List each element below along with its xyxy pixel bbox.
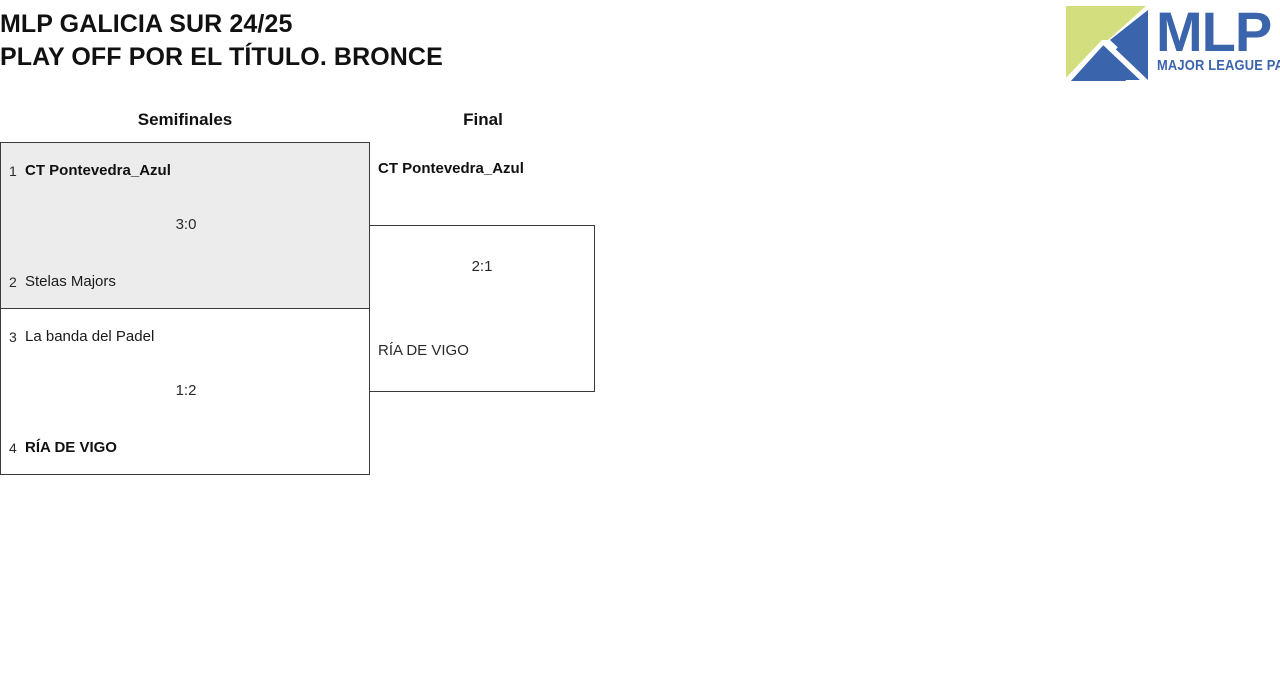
final-score: 2:1 [471, 258, 493, 275]
semifinal-2-team-top[interactable]: 3 La banda del Padel [1, 325, 371, 349]
final-team-top[interactable]: CT Pontevedra_Azul [378, 160, 524, 177]
team-name: Stelas Majors [25, 273, 116, 290]
final-match[interactable]: CT Pontevedra_Azul 2:1 RÍA DE VIGO [369, 160, 595, 392]
semifinal-match-2[interactable]: 3 La banda del Padel 1:2 4 RÍA DE VIGO [0, 308, 370, 475]
semifinal-match-1[interactable]: 1 CT Pontevedra_Azul 3:0 2 Stelas Majors [0, 142, 370, 309]
round-header-semifinals: Semifinales [137, 110, 233, 129]
round-header-final: Final [463, 110, 503, 129]
semifinals-column: 1 CT Pontevedra_Azul 3:0 2 Stelas Majors… [0, 142, 370, 476]
page-title-line-2: PLAY OFF POR EL TÍTULO. BRONCE [0, 43, 443, 71]
semifinal-1-team-top[interactable]: 1 CT Pontevedra_Azul [1, 159, 371, 183]
seed-number: 4 [9, 440, 17, 456]
semifinal-2-score: 1:2 [1, 380, 371, 402]
semifinal-1-team-bottom[interactable]: 2 Stelas Majors [1, 270, 371, 294]
seed-number: 3 [9, 329, 17, 345]
page-title: MLP GALICIA SUR 24/25 PLAY OFF POR EL TÍ… [0, 8, 900, 74]
mlp-wordmark: MLP MAJOR LEAGUE PADEL [1156, 4, 1280, 82]
page-title-line-1: MLP GALICIA SUR 24/25 [0, 10, 293, 38]
seed-number: 2 [9, 274, 17, 290]
team-name: CT Pontevedra_Azul [25, 162, 171, 179]
mlp-wordmark-text: MLP [1156, 0, 1272, 63]
seed-number: 1 [9, 163, 17, 179]
score-value: 3:0 [175, 216, 197, 233]
score-value: 1:2 [175, 382, 197, 399]
semifinal-2-team-bottom[interactable]: 4 RÍA DE VIGO [1, 436, 371, 460]
mlp-logo: MLP MAJOR LEAGUE PADEL [1062, 2, 1280, 84]
mlp-triangle-mark-icon [1062, 2, 1150, 82]
mlp-tagline-text: MAJOR LEAGUE PADEL [1157, 57, 1280, 74]
semifinal-1-score: 3:0 [1, 214, 371, 236]
team-name: RÍA DE VIGO [25, 439, 117, 456]
team-name: La banda del Padel [25, 328, 155, 345]
final-team-bottom[interactable]: RÍA DE VIGO [378, 342, 469, 359]
